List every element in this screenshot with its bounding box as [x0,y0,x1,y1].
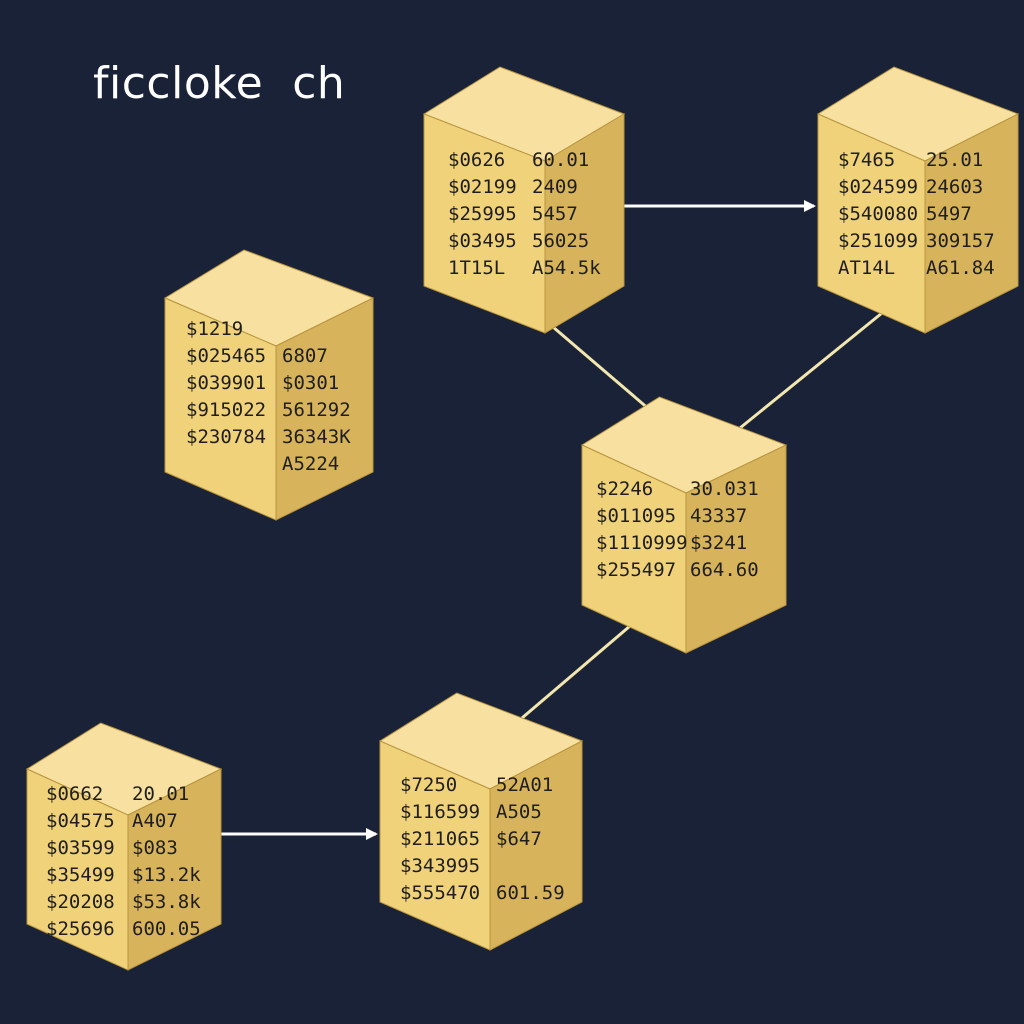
block-value: A407 [132,810,178,832]
block-value: 56025 [532,230,589,252]
block-value: $025465 [186,345,266,367]
block-value: 2409 [532,176,578,198]
block-value: $0662 [46,783,103,805]
block-value: $116599 [400,801,480,823]
block-side-face [544,113,625,334]
block-value: $0301 [282,372,339,394]
block-value: 36343K [282,426,351,448]
block-value: $1110999 [596,532,688,554]
block-value: 601.59 [496,882,565,904]
block-value: 25.01 [926,149,983,171]
connector-layer [221,200,883,840]
block-value: $04575 [46,810,115,832]
block-top-right[interactable]: $7465 25.01 $024599 24603 $540080 5497 $251099… [816,66,1020,334]
block-layer: $0626 60.01 $02199 2409 $25995 5457 $03495 5602… [25,66,1020,971]
block-value: 309157 [926,230,995,252]
block-value: $3241 [690,532,747,554]
block-value: $540080 [838,203,918,225]
block-value: 6807 [282,345,328,367]
page-title: ficcloke ch [93,58,346,109]
block-value: A61.84 [926,257,995,279]
block-bottom-center[interactable]: $7250 52A01 $116599 A505 $211065 $647 $343995 $… [378,692,584,951]
block-value: $02199 [448,176,517,198]
block-value: $024599 [838,176,918,198]
block-value: $03599 [46,837,115,859]
block-value: 5457 [532,203,578,225]
block-center[interactable]: $2246 30.031 $011095 43337$1110999$3241 $255… [580,396,788,654]
block-value: $03495 [448,230,517,252]
block-value: 561292 [282,399,351,421]
block-value: A54.5k [532,257,601,279]
block-value: 1T15L [448,257,505,279]
block-value: $039901 [186,372,266,394]
block-value: $7465 [838,149,895,171]
block-value: A505 [496,801,542,823]
block-value: 20.01 [132,783,189,805]
link-block-top-center-to-block-center [545,319,651,412]
block-value: $25995 [448,203,517,225]
block-value: $13.2k [132,864,201,886]
block-side-face [275,297,374,521]
block-value: $25696 [46,918,115,940]
block-value: $251099 [838,230,918,252]
link-block-top-right-to-block-center [739,311,883,430]
block-value: 52A01 [496,774,553,796]
block-bottom-left[interactable]: $0662 20.01 $04575 A407 $03599 $083 $35499 $13.… [25,722,223,971]
block-value: $083 [132,837,178,859]
block-top-center[interactable]: $0626 60.01 $02199 2409 $25995 5457 $03495 5602… [422,66,626,334]
block-value: $915022 [186,399,266,421]
block-value: $011095 [596,505,676,527]
block-value: 30.031 [690,478,759,500]
block-value: AT14L [838,257,895,279]
block-value: 600.05 [132,918,201,940]
link-block-center-to-block-bottom-center [521,624,631,720]
block-value: $343995 [400,855,480,877]
block-value: $255497 [596,559,676,581]
block-value: 24603 [926,176,983,198]
block-value: A5224 [282,453,339,475]
block-value: $53.8k [132,891,201,913]
block-value: $2246 [596,478,653,500]
block-value: $211065 [400,828,480,850]
block-value: $20208 [46,891,115,913]
block-value: $35499 [46,864,115,886]
block-value: 43337 [690,505,747,527]
block-side-face [489,740,583,951]
block-value: $7250 [400,774,457,796]
block-value: 664.60 [690,559,759,581]
block-side-face [924,113,1019,334]
block-value: 60.01 [532,149,589,171]
block-side-face [685,444,787,654]
block-value: $0626 [448,149,505,171]
block-value: $1219 [186,318,243,340]
block-left[interactable]: $1219 $025465 6807 $039901 $0301 $915022 56129… [163,249,375,521]
block-value: $555470 [400,882,480,904]
block-side-face [127,768,222,971]
block-value: $230784 [186,426,266,448]
block-value: $647 [496,828,542,850]
block-value: 5497 [926,203,972,225]
